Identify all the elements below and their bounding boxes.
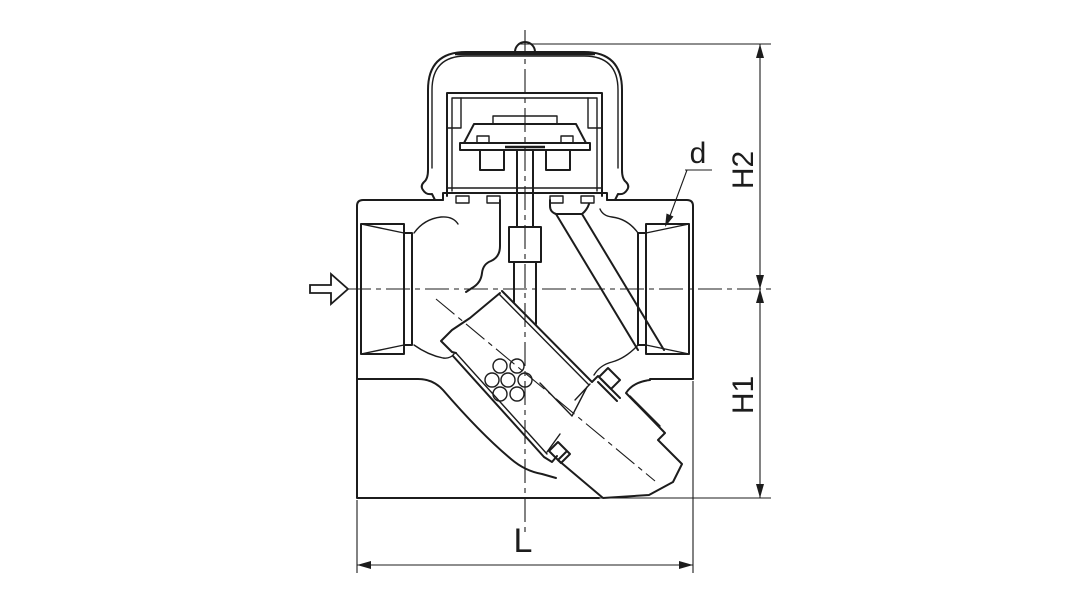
support-blocks [479,149,571,171]
strainer-screen [440,290,621,463]
dimension-H2: H2 [727,44,764,289]
d-label: d [690,137,707,170]
plug-inner-step [629,395,661,427]
screen-open-end [546,383,591,453]
H1-label: H1 [727,376,760,414]
right-bore-end [637,232,647,346]
centerlines [347,30,771,532]
stem-lower-guides [513,261,537,325]
outlet-wall-lower [593,344,639,376]
valve-disc [459,142,591,151]
outlet-channel-right-edge [555,203,665,351]
H2-label: H2 [727,151,760,189]
cap-skirt-right [614,169,630,201]
dimension-L: L [357,522,693,569]
screen-end-cap [440,292,501,354]
left-thread-chamfers [360,223,405,355]
H2-arrow-bottom [756,275,764,289]
valve-body [356,192,694,499]
body-left-outline [356,199,600,499]
H2-arrow-top [756,44,764,58]
cap-bonnet [420,41,630,201]
L-arrow-right [679,561,693,569]
cartridge-inner-wall [451,97,598,192]
right-thread-chamfers [645,223,690,355]
plug-lower-tab [548,441,571,464]
bridge-step [492,115,558,125]
disc-cartridge [446,92,603,204]
dimensions: H2 H1 L d [356,43,771,573]
L-arrow-left [357,561,371,569]
strainer-axis-centerline [435,298,656,482]
left-thread-envelope [360,223,405,355]
threaded-ports [360,223,690,355]
neck-left-wall [465,199,501,293]
cartridge-feet [455,195,595,204]
L-label: L [514,522,533,560]
d-leader-line [666,169,712,225]
outlet-wall-upper [599,208,639,234]
inlet-wall-lower [413,344,455,359]
screen-upper-edge-outer [501,290,599,383]
left-bore-end [403,232,413,346]
bonnet-seat-ridge [442,192,608,201]
cartridge-step-notches [446,97,603,129]
flow-arrow [309,272,350,306]
H1-arrow-top [756,289,764,303]
stem-block [508,226,542,263]
screen-lower-edge-outer [452,355,558,463]
d-leader-arrow [665,213,674,227]
screen-lower-edge-inner [455,352,548,455]
stem-shaft [516,149,534,228]
screen-upper-edge-inner [498,293,590,386]
cap-inner-shell [431,55,619,169]
outlet-channel-left-edge [555,213,639,351]
cap-skirt-left [420,169,436,201]
screen-seat-v [539,382,588,417]
body-right-outline [606,199,694,380]
cap-top-bump [514,41,536,53]
disc-tabs [476,135,574,144]
body-waist-left [356,378,557,479]
valve-stem [508,149,542,325]
strainer-plug [548,367,683,499]
plug-upper-tab [598,367,621,390]
flow-direction-arrow-icon [309,272,350,306]
bridge-plate [463,123,587,144]
right-port-thread [637,223,690,355]
left-port-thread [360,223,413,355]
screen-perforations [484,358,533,402]
plug-outline [557,379,683,499]
right-thread-envelope [645,223,690,355]
H1-arrow-bottom [756,484,764,498]
cartridge-box [446,92,603,197]
inlet-wall-upper [413,216,459,234]
cap-outer-shell [427,51,623,171]
dimension-d: d [665,137,712,227]
neck-right-wall [549,199,557,215]
dimension-H1: H1 [727,289,764,498]
